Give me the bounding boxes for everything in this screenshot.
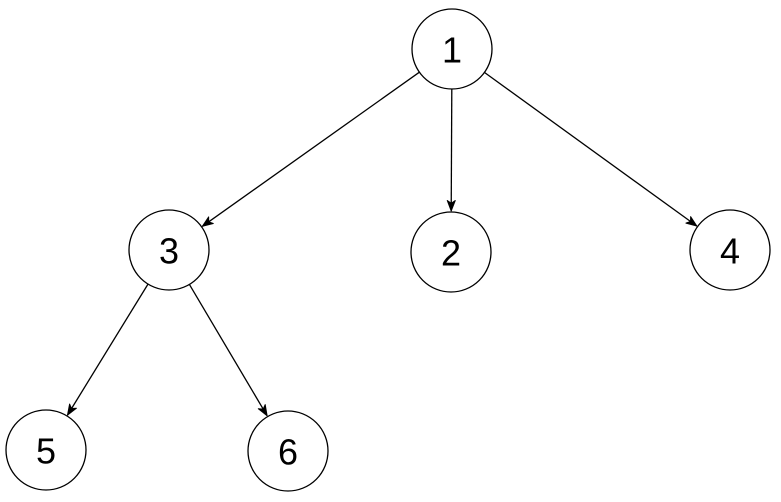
- node-circle: [128, 209, 210, 291]
- edge-3-5: [66, 283, 149, 416]
- tree-node-1: 1: [411, 8, 493, 90]
- tree-node-6: 6: [247, 410, 329, 492]
- node-label: 2: [441, 233, 461, 274]
- node-circle: [5, 409, 87, 491]
- node-circle: [411, 8, 493, 90]
- node-label: 4: [720, 231, 740, 272]
- tree-node-3: 3: [128, 209, 210, 291]
- tree-node-2: 2: [410, 211, 492, 293]
- node-label: 1: [442, 30, 462, 71]
- edges-layer: [66, 71, 698, 417]
- edge-1-3: [201, 71, 420, 227]
- edge-1-4: [484, 71, 698, 227]
- edge-3-6: [188, 284, 268, 417]
- edge-1-2: [446, 88, 456, 212]
- node-label: 5: [36, 431, 56, 472]
- tree-node-4: 4: [689, 209, 771, 291]
- tree-node-5: 5: [5, 409, 87, 491]
- node-circle: [689, 209, 771, 291]
- node-circle: [410, 211, 492, 293]
- node-label: 3: [159, 231, 179, 272]
- nodes-layer: 1 2 3 4 5 6: [5, 8, 771, 492]
- node-label: 6: [278, 432, 298, 473]
- node-circle: [247, 410, 329, 492]
